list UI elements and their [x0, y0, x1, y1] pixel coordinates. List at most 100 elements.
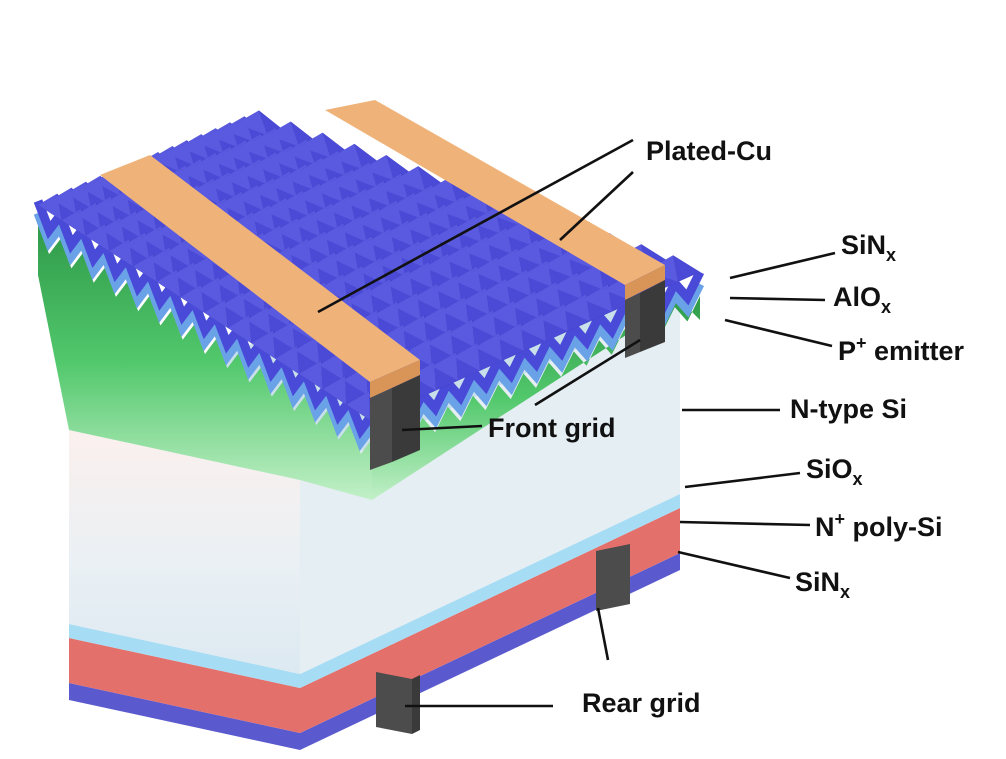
leader-p-emitter	[724, 318, 833, 348]
pyramid-facet	[385, 270, 414, 298]
front-grid-contact-right-side	[640, 280, 665, 352]
pyramid-facet	[197, 277, 223, 305]
pyramid-facet	[453, 342, 480, 371]
leader-siox	[684, 471, 801, 489]
pyramid-facet	[347, 287, 374, 315]
pyramid-facet	[320, 274, 348, 302]
pyramid-facet	[405, 262, 434, 289]
pyramid-facet	[290, 121, 315, 147]
pyramid-facet	[433, 275, 462, 302]
pyramid-facet	[246, 307, 271, 335]
n-type-si-front-face	[69, 430, 300, 674]
pyramid-facet	[85, 224, 110, 252]
pyramid-facet	[204, 300, 228, 328]
pyramid-facet	[425, 177, 457, 203]
pyramid-facet	[539, 304, 568, 332]
pyramid-facet	[582, 284, 612, 312]
pyramid-facet	[531, 281, 561, 309]
plated-cu-finger-right	[325, 100, 665, 358]
cu-finger-right-top	[325, 100, 665, 285]
pyramid-facet	[165, 240, 191, 268]
pyramid-facet	[156, 269, 181, 298]
pyramid-facet	[573, 263, 604, 290]
pyramid-facet	[542, 251, 574, 278]
front-grid-contact-left-side	[392, 375, 420, 462]
pyramid-facet	[552, 272, 583, 300]
pyramid-facet	[125, 232, 150, 260]
pyramid-facet	[330, 143, 363, 169]
pyramid-facet	[173, 262, 198, 290]
plated-cu-finger-left	[100, 155, 420, 470]
pyramid-facet	[432, 352, 458, 381]
front-sinx-layer-front	[33, 199, 376, 440]
leader-front-sinx	[729, 251, 836, 280]
pyramid-facet	[461, 287, 490, 315]
label-siox: SiOx	[806, 454, 863, 489]
pyramid-facet	[275, 345, 299, 374]
p-emitter-layer-front	[38, 225, 372, 500]
label-p-emitter: P+ emitter	[838, 333, 965, 366]
pyramid-facet	[502, 269, 532, 297]
leader-front-grid-a	[401, 424, 483, 432]
pyramid-facet	[362, 155, 394, 181]
pyramid-facet	[299, 132, 331, 158]
pyramid-facet	[472, 257, 502, 284]
pyramid-facet	[373, 301, 401, 329]
label-n-poly-si: N+ poly-Si	[815, 509, 943, 542]
label-n-type-si: N-type Si	[790, 394, 907, 424]
alox-layer-front	[33, 211, 376, 452]
pyramid-facet	[468, 310, 497, 338]
pyramid-facet	[366, 279, 394, 307]
label-alox: AlOx	[833, 282, 891, 317]
rear-grid-contact-back	[596, 544, 630, 611]
rear-sinx-layer-front	[69, 683, 300, 750]
leader-rear-grid-b	[596, 607, 610, 661]
leader-front-grid-b	[534, 338, 641, 407]
pyramid-facet	[447, 319, 475, 348]
leader-lines	[317, 138, 836, 708]
siox-layer-side	[300, 494, 680, 688]
pyramid-facet	[393, 292, 421, 320]
pyramid-facet	[452, 266, 482, 293]
front-grid-contact-left	[370, 388, 392, 470]
pyramid-facet	[235, 110, 268, 136]
pyramid-facet	[322, 132, 347, 158]
leader-alox	[729, 296, 826, 302]
front-textured-stack	[33, 110, 705, 500]
pyramid-facet	[413, 283, 442, 311]
pyramid-facet	[319, 351, 344, 380]
pyramid-facet	[132, 254, 157, 282]
pyramid-facet	[322, 376, 347, 405]
rear-grid-contact-front-side	[412, 675, 420, 734]
leader-rear-sinx	[677, 550, 791, 580]
pyramid-facet	[410, 362, 436, 391]
pyramid-facet	[522, 260, 553, 288]
n-poly-si-layer-front	[69, 638, 300, 733]
pyramid-facet	[251, 330, 276, 359]
pyramid-facet	[109, 239, 133, 267]
pyramid-facet	[222, 292, 247, 320]
pyramid-facet	[517, 313, 546, 342]
label-plated-cu: Plated-Cu	[646, 136, 772, 166]
pyramid-facet	[420, 306, 448, 334]
pyramid-facet	[474, 333, 502, 361]
pyramid-facet	[400, 315, 427, 343]
leader-plated-cu-a	[317, 138, 634, 314]
pyramid-facet	[190, 255, 216, 283]
label-rear-sinx: SiNx	[795, 567, 850, 602]
pyramid-facet	[496, 323, 524, 351]
pyramid-facet	[386, 155, 411, 181]
cu-finger-left-top	[100, 155, 420, 382]
pyramid-facet	[312, 252, 340, 280]
label-front-sinx: SiNx	[841, 230, 896, 265]
rear-grid-contact-front	[376, 672, 412, 734]
pyramid-facet	[510, 291, 540, 319]
pyramid-facet	[673, 255, 700, 282]
labels: Plated-Cu SiNx AlOx P+ emitter N-type Si…	[488, 136, 965, 718]
label-rear-grid: Rear grid	[582, 688, 701, 718]
pyramid-facet	[424, 253, 453, 281]
pyramid-facet	[393, 166, 426, 192]
pyramid-facet	[560, 294, 590, 322]
siox-layer-front	[69, 624, 300, 688]
